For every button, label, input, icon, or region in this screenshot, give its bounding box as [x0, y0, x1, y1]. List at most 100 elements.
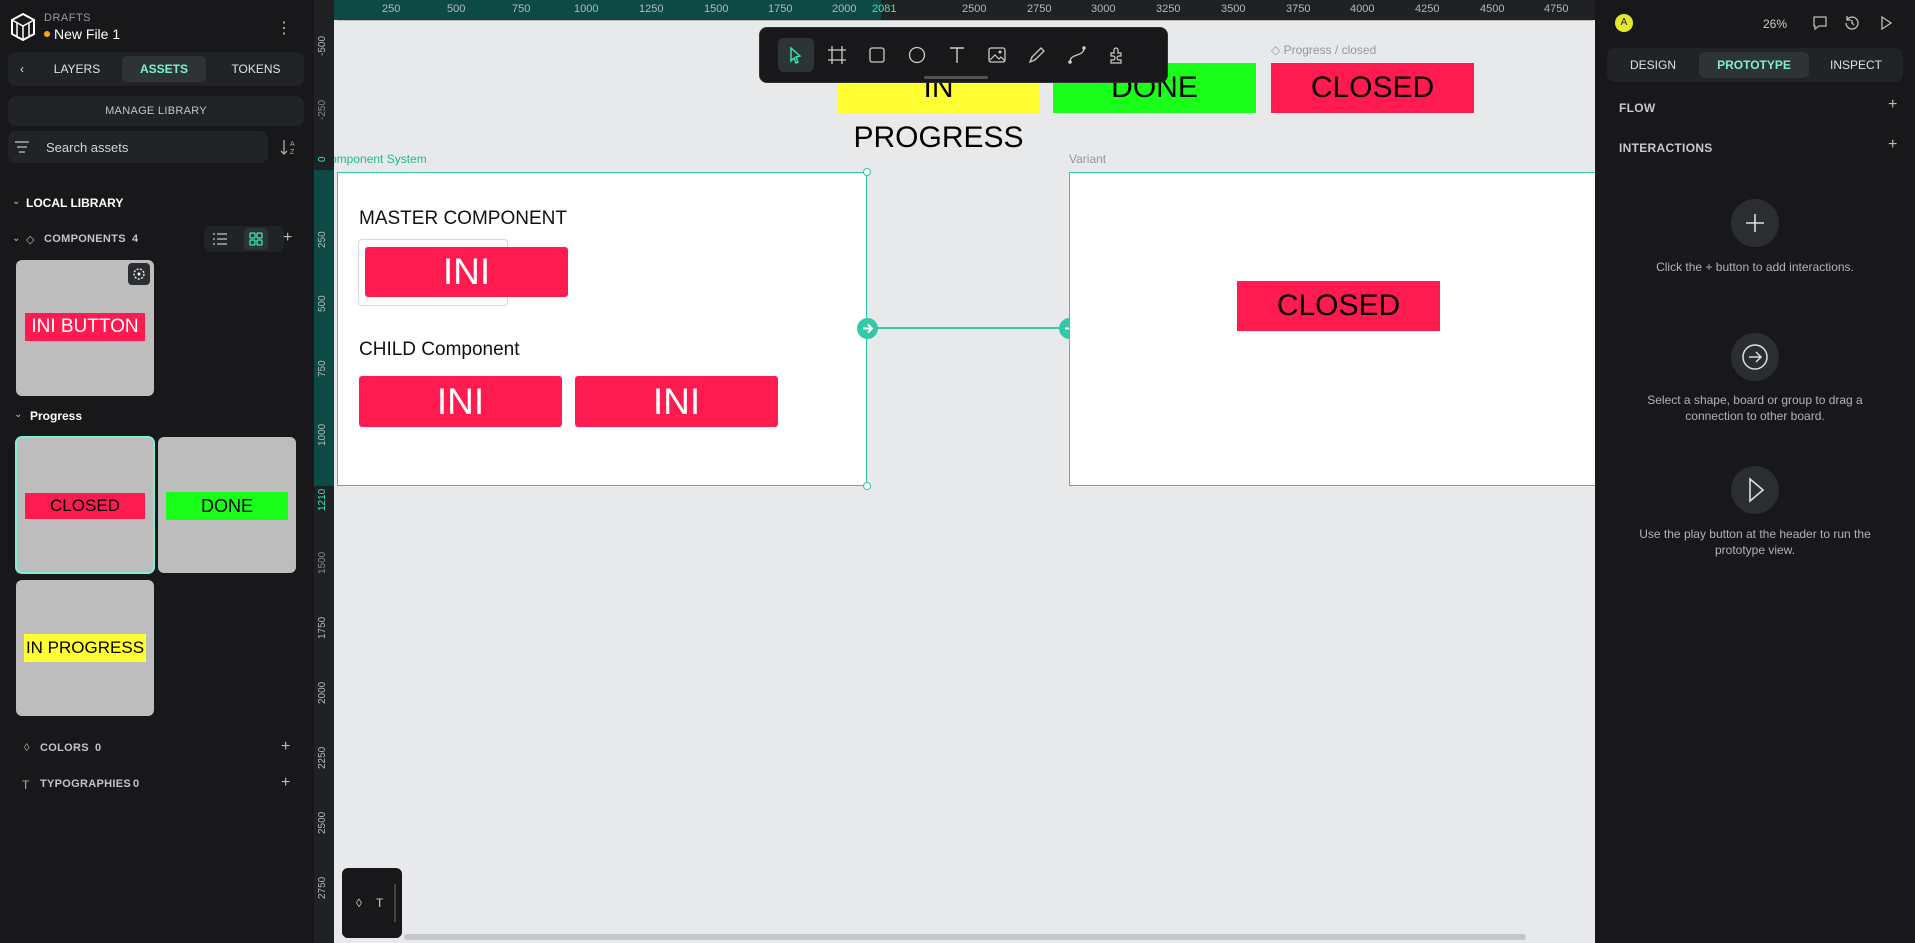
- ruler-tick: 4250: [1415, 3, 1440, 15]
- tab-layers[interactable]: LAYERS: [53, 62, 101, 76]
- component-menu-icon[interactable]: [128, 263, 150, 285]
- typographies-label[interactable]: TYPOGRAPHIES: [40, 778, 132, 790]
- search-input[interactable]: [8, 131, 268, 163]
- component-card[interactable]: INI BUTTON: [16, 260, 154, 396]
- add-component-icon[interactable]: +: [283, 229, 293, 246]
- resize-handle[interactable]: [863, 482, 871, 490]
- path-tool-icon[interactable]: [1067, 45, 1087, 65]
- grid-view-icon[interactable]: [244, 228, 268, 250]
- hint-add-interaction: Click the + button to add interactions.: [1656, 260, 1854, 274]
- resize-handle[interactable]: [863, 168, 871, 176]
- project-name[interactable]: New File 1: [54, 26, 121, 42]
- add-interaction-icon[interactable]: +: [1888, 136, 1898, 153]
- progress-group-label[interactable]: Progress: [30, 409, 83, 423]
- asset-card-done[interactable]: DONE: [158, 437, 296, 573]
- app-logo-icon[interactable]: [10, 12, 36, 42]
- board-label-variant[interactable]: Variant: [1069, 152, 1107, 166]
- palette-bar: ◊ T: [342, 868, 402, 938]
- menu-icon[interactable]: ⋮: [276, 20, 292, 37]
- plugins-tool-icon[interactable]: [1107, 45, 1127, 65]
- typography-icon: T: [22, 778, 30, 792]
- avatar[interactable]: A: [1615, 14, 1633, 32]
- manage-library-button[interactable]: MANAGE LIBRARY: [8, 96, 304, 126]
- ruler-tick: 2000: [317, 681, 328, 704]
- pencil-tool-icon[interactable]: [1027, 45, 1047, 65]
- rectangle-tool-icon[interactable]: [867, 45, 887, 65]
- child-ini-button[interactable]: INI BUTTON: [359, 376, 562, 473]
- tab-assets[interactable]: ASSETS: [122, 56, 206, 82]
- connector-start-icon[interactable]: [857, 318, 878, 339]
- in-progress-chip: IN PROGRESS: [24, 634, 146, 662]
- board-component-system[interactable]: [337, 172, 867, 486]
- horizontal-scrollbar[interactable]: [404, 934, 1526, 940]
- closed-chip[interactable]: CLOSED: [1271, 63, 1474, 113]
- board-label-component-system[interactable]: omponent System: [330, 152, 427, 166]
- ruler-top: 0 250 500 750 1000 1250 1500 1750 2000 2…: [314, 0, 1595, 20]
- tab-inspect[interactable]: INSPECT: [1829, 58, 1882, 72]
- zoom-level[interactable]: 26%: [1763, 17, 1788, 31]
- canvas[interactable]: e ◇ Progress / closed IN PROGRESS DONE C…: [314, 0, 1604, 943]
- ruler-tick: 1500: [317, 551, 328, 574]
- flow-connector[interactable]: [867, 327, 1073, 329]
- chevron-down-icon[interactable]: ⌄: [14, 409, 23, 420]
- comments-icon[interactable]: [1811, 14, 1829, 32]
- typographies-count: 0: [133, 778, 140, 790]
- ruler-tick: 1000: [317, 423, 328, 446]
- ellipse-tool-icon[interactable]: [907, 45, 927, 65]
- add-color-icon[interactable]: +: [281, 738, 291, 755]
- list-view-icon[interactable]: [212, 232, 228, 246]
- play-circle-icon: [1731, 466, 1779, 514]
- ruler-tick: 1250: [639, 3, 664, 15]
- toolbar-handle[interactable]: [924, 76, 988, 79]
- ruler-tick: 3250: [1156, 3, 1181, 15]
- local-library-title[interactable]: LOCAL LIBRARY: [26, 196, 124, 210]
- asset-card-in-progress[interactable]: IN PROGRESS: [16, 580, 154, 716]
- colors-label[interactable]: COLORS: [40, 742, 89, 754]
- master-ini-button[interactable]: INI BUTTON: [365, 247, 568, 342]
- caption-text: Progress / closed: [1283, 43, 1377, 57]
- search-placeholder: Search assets: [46, 140, 129, 155]
- color-palette-icon[interactable]: ◊: [356, 896, 362, 910]
- tab-prototype[interactable]: PROTOTYPE: [1699, 52, 1809, 78]
- text-tool-icon[interactable]: [947, 45, 967, 65]
- text-palette-icon[interactable]: T: [376, 896, 384, 910]
- tab-tokens[interactable]: TOKENS: [231, 62, 281, 76]
- right-sidebar: A 26% DESIGN PROTOTYPE INSPECT FLOW + IN…: [1595, 0, 1915, 943]
- svg-text:A: A: [290, 141, 295, 148]
- canvas-frame-top: [337, 20, 1593, 21]
- image-tool-icon[interactable]: [987, 45, 1007, 65]
- ruler-left: -500 -250 0 250 500 750 1000 1210 1500 1…: [314, 0, 334, 943]
- ruler-tick: 1000: [574, 3, 599, 15]
- components-label[interactable]: COMPONENTS: [44, 233, 126, 245]
- add-flow-icon[interactable]: +: [1888, 96, 1898, 113]
- child-ini-button[interactable]: INI BUTTON: [575, 376, 778, 473]
- chevron-down-icon[interactable]: ⌄: [12, 196, 21, 207]
- add-typography-icon[interactable]: +: [281, 774, 291, 791]
- variant-closed-chip[interactable]: CLOSED: [1237, 281, 1440, 331]
- ruler-tick: 2750: [1027, 3, 1052, 15]
- asset-card-closed[interactable]: CLOSED: [15, 436, 155, 574]
- colors-count: 0: [95, 742, 102, 754]
- history-icon[interactable]: [1843, 14, 1861, 32]
- filter-icon[interactable]: [14, 140, 30, 154]
- chevron-down-icon[interactable]: ⌄: [12, 233, 21, 244]
- ruler-tick: 0: [317, 156, 328, 162]
- ruler-tick: 750: [317, 360, 328, 377]
- board-tool-icon[interactable]: [827, 45, 847, 65]
- tab-design[interactable]: DESIGN: [1629, 58, 1676, 72]
- left-tabs: ‹ LAYERS ASSETS TOKENS: [8, 52, 304, 86]
- pointer-tool-icon[interactable]: [778, 38, 814, 72]
- play-icon[interactable]: [1877, 14, 1895, 32]
- flow-section-title: FLOW: [1619, 101, 1656, 115]
- toolbar: [759, 27, 1168, 83]
- plus-circle-icon: [1731, 199, 1779, 247]
- ruler-tick: 4750: [1544, 3, 1569, 15]
- back-icon[interactable]: ‹: [20, 62, 24, 76]
- ruler-tick: 1750: [317, 616, 328, 639]
- svg-text:Z: Z: [290, 149, 295, 155]
- ruler-tick: 2081: [872, 3, 897, 15]
- hint-drag-connection: Select a shape, board or group to drag a…: [1647, 393, 1863, 423]
- ruler-tick: 1500: [704, 3, 729, 15]
- ruler-tick: 500: [317, 295, 328, 312]
